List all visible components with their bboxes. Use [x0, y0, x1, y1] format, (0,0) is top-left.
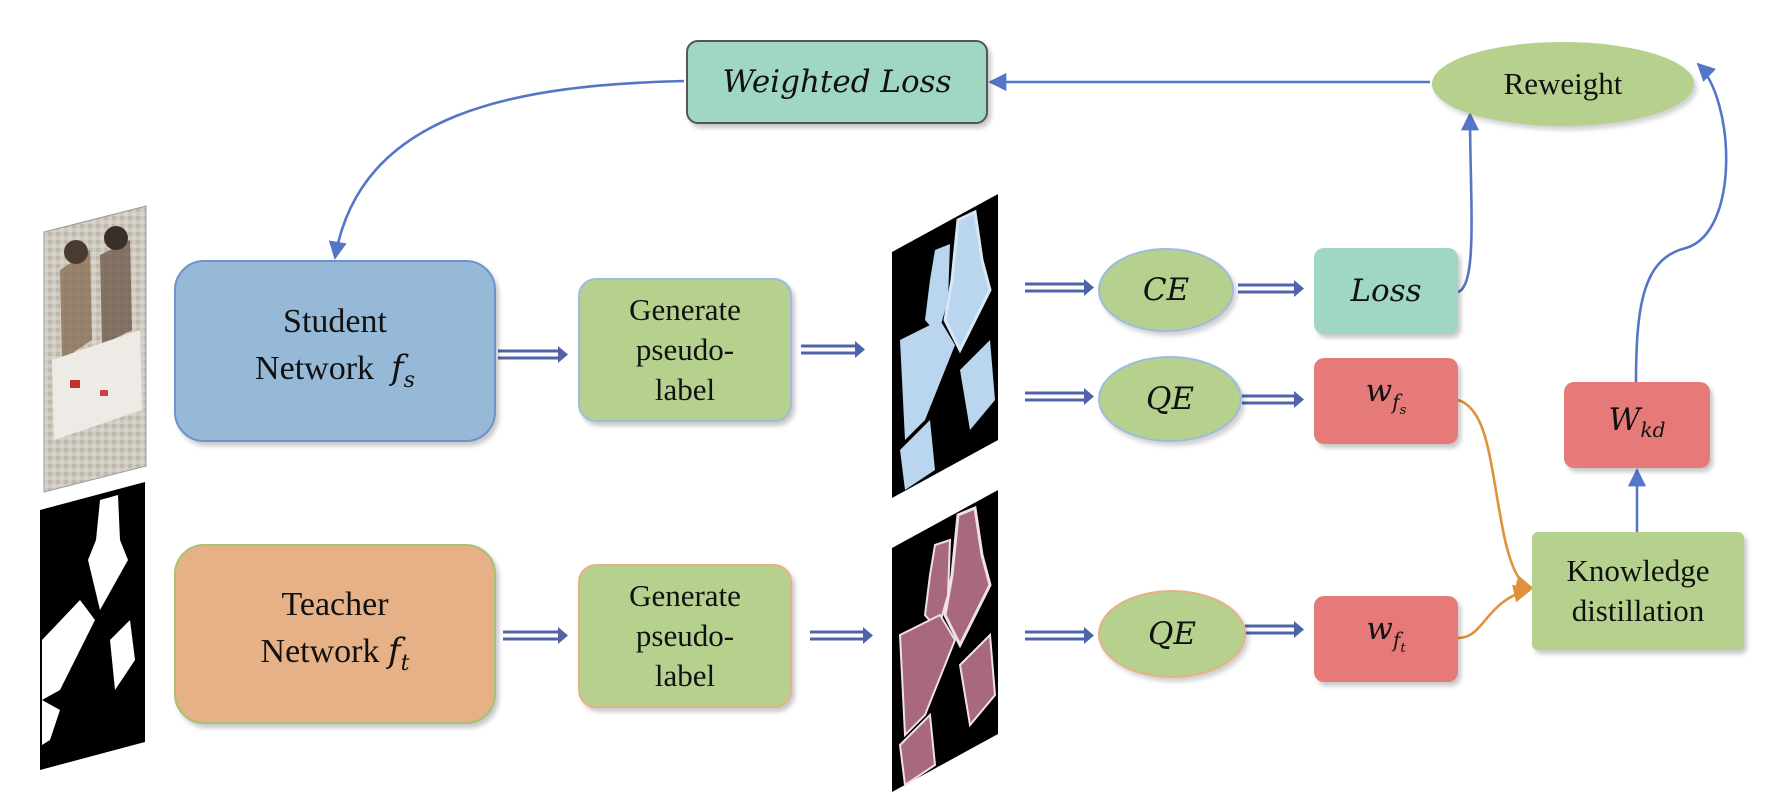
input-mask	[40, 482, 145, 770]
qe-student-label: QE	[1145, 381, 1195, 417]
arrow-gen-to-pseudo-student	[801, 341, 865, 358]
w-kd-label: Wkd	[1609, 400, 1666, 450]
w-fs-sub: f	[1392, 389, 1400, 414]
teacher-network-word: Network	[260, 633, 380, 671]
student-network-word: Network	[255, 350, 375, 388]
w-ft-symbol: w	[1366, 611, 1393, 648]
arrow-pseudo-to-ce	[1025, 279, 1094, 296]
knowledge-distillation-box: Knowledge distillation	[1532, 532, 1744, 650]
student-network-box: Student Network fs	[174, 260, 496, 442]
qe-teacher-label: QE	[1147, 616, 1197, 652]
w-fs-label: wfs	[1366, 371, 1407, 430]
arrow-weighted-loss-to-student	[328, 79, 685, 260]
orange-arrows	[1457, 398, 1534, 640]
teacher-network-sub: t	[400, 649, 410, 676]
loss-box: Loss	[1314, 248, 1458, 334]
teacher-network-line1: Teacher	[281, 586, 389, 624]
arrow-qe-to-wfs	[1242, 391, 1304, 408]
arrow-loss-to-reweight	[1457, 112, 1480, 294]
teacher-network-line2: Network ft	[261, 628, 410, 686]
w-ft-label: wft	[1366, 609, 1405, 668]
w-ft-sub: f	[1392, 627, 1401, 652]
reweight-label: Reweight	[1503, 66, 1623, 101]
gen-student-line3: label	[654, 372, 716, 407]
gen-student-line1: Generate	[629, 292, 741, 327]
flow-arrows	[498, 279, 1304, 644]
w-kd-box: Wkd	[1564, 382, 1710, 468]
arrow-pseudo-to-qe-teacher	[1025, 627, 1094, 644]
weighted-loss-label: Weighted Loss	[722, 64, 952, 100]
qe-student-ellipse: QE	[1098, 356, 1242, 442]
gen-teacher-line3: label	[654, 658, 716, 693]
reweight-ellipse: Reweight	[1432, 42, 1694, 126]
generate-pseudo-label-teacher: Generate pseudo- label	[578, 564, 792, 708]
pseudo-label-image-student	[892, 194, 998, 498]
student-network-sub: s	[403, 366, 415, 393]
student-network-line1: Student	[283, 303, 387, 341]
feedback-arrows	[328, 62, 1728, 532]
w-fs-box: wfs	[1314, 358, 1458, 444]
gen-student-line2: pseudo-	[635, 332, 735, 367]
arrow-wft-to-kd	[1457, 584, 1532, 640]
pseudo-label-image-teacher	[892, 490, 998, 792]
arrow-student-to-gen	[498, 346, 568, 363]
kd-line1: Knowledge	[1566, 553, 1710, 588]
student-network-line2: Network fs	[255, 345, 415, 403]
arrow-teacher-to-gen	[503, 627, 568, 644]
weighted-loss-box: Weighted Loss	[686, 40, 988, 124]
generate-pseudo-label-student: Generate pseudo- label	[578, 278, 792, 422]
input-photo	[43, 205, 147, 493]
w-fs-subsub: s	[1399, 402, 1407, 418]
gen-teacher-line2: pseudo-	[635, 618, 735, 653]
ce-label: CE	[1142, 272, 1190, 308]
arrow-qe-to-wft	[1245, 621, 1304, 638]
arrow-wfs-to-kd	[1457, 398, 1534, 593]
ce-ellipse: CE	[1098, 248, 1234, 332]
arrow-pseudo-to-qe-student	[1025, 388, 1094, 405]
w-fs-symbol: w	[1365, 373, 1393, 410]
w-ft-subsub: t	[1400, 640, 1406, 656]
w-kd-symbol: W	[1608, 401, 1641, 438]
student-network-symbol: f	[391, 348, 404, 389]
qe-teacher-ellipse: QE	[1098, 590, 1246, 678]
arrow-gen-to-pseudo-teacher	[810, 627, 873, 644]
teacher-network-box: Teacher Network ft	[174, 544, 496, 724]
teacher-network-symbol: f	[387, 631, 401, 672]
loss-label: Loss	[1350, 273, 1422, 309]
w-ft-box: wft	[1314, 596, 1458, 682]
arrow-ce-to-loss	[1238, 280, 1304, 297]
kd-line2: distillation	[1571, 593, 1705, 628]
gen-teacher-line1: Generate	[629, 578, 741, 613]
arrow-wkd-to-reweight	[1634, 62, 1728, 383]
w-kd-sub: kd	[1640, 418, 1666, 443]
